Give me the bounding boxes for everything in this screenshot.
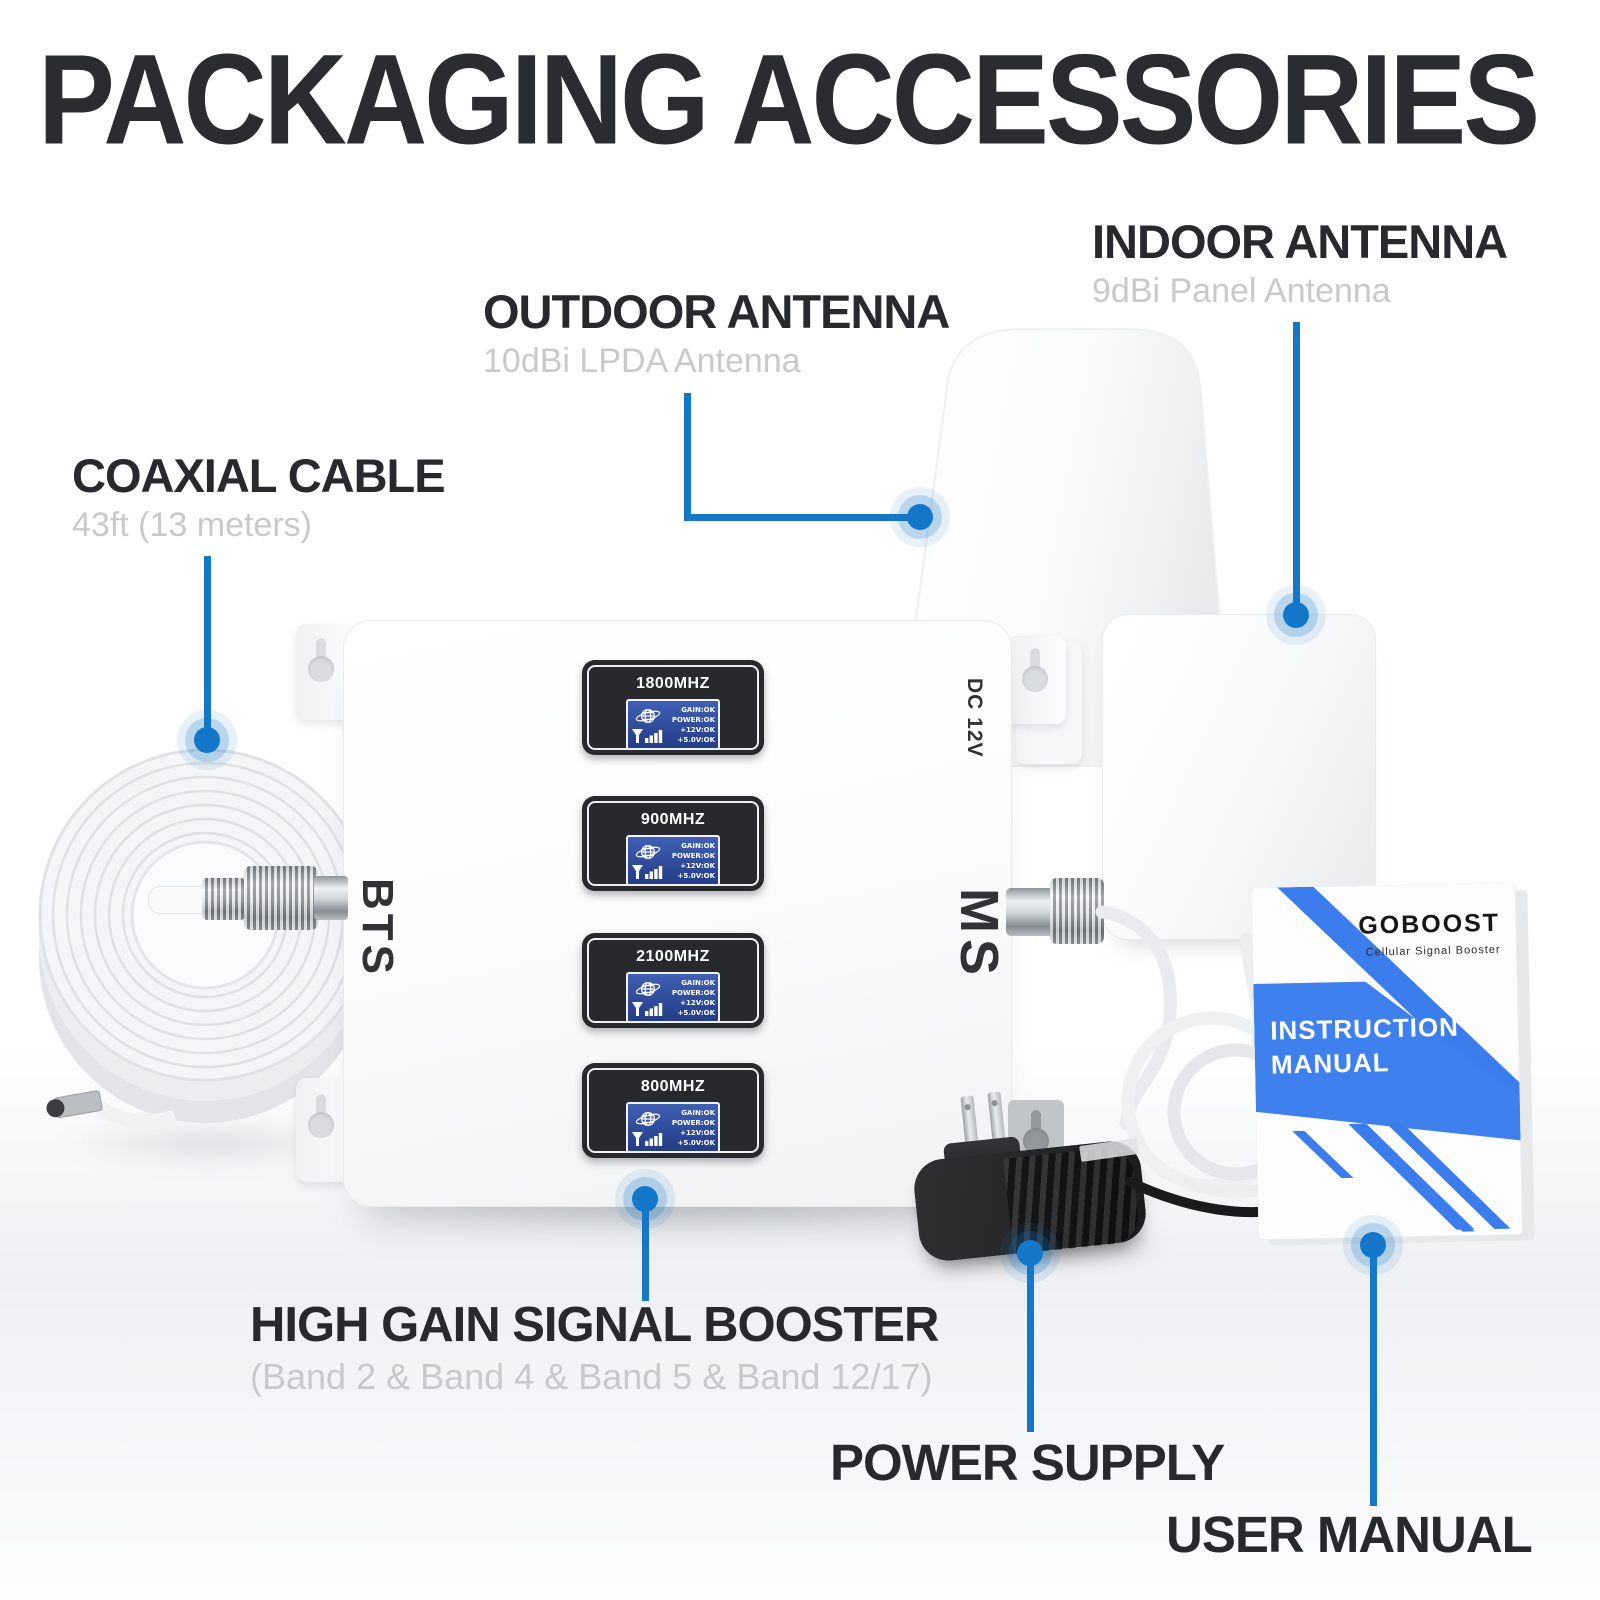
status-line: GAIN:OK [681, 705, 715, 714]
cover-stripe [1386, 1122, 1511, 1229]
status-line: +5.0V:OK [677, 735, 715, 744]
status-line: GAIN:OK [681, 978, 715, 987]
ms-port-label: MS [949, 888, 1009, 981]
globe-icon [635, 981, 661, 996]
page-title: PACKAGING ACCESSORIES [38, 28, 1540, 171]
ms-port-flange [1006, 888, 1054, 936]
keyhole-icon [1030, 648, 1040, 670]
status-line: POWER:OK [671, 988, 715, 997]
lcd-screen: GAIN:OK POWER:OK +12V:OK +5.0V:OK [626, 1102, 720, 1153]
callout-line [642, 1203, 649, 1301]
callout-user-manual: USER MANUAL [1166, 1506, 1533, 1563]
status-line: +12V:OK [680, 861, 715, 870]
status-line: +12V:OK [680, 1128, 715, 1137]
mount-tab-bottom-left [296, 1078, 352, 1182]
keyhole-icon [1022, 666, 1048, 692]
bts-cable-stub [148, 886, 212, 914]
ms-port-connector [1050, 878, 1104, 944]
status-line: GAIN:OK [681, 841, 715, 850]
keyhole-icon [316, 638, 326, 660]
bts-coupler [202, 878, 246, 920]
callout-dot [907, 504, 933, 530]
globe-icon [635, 844, 661, 859]
status-line: POWER:OK [671, 1118, 715, 1127]
mount-tab-top-left [296, 624, 352, 720]
cable-end-connector [46, 1090, 103, 1119]
callout-subtitle: 10dBi LPDA Antenna [483, 341, 801, 380]
globe-icon [635, 708, 661, 723]
status-line: +12V:OK [680, 998, 715, 1007]
callout-subtitle: 9dBi Panel Antenna [1092, 271, 1391, 310]
callout-signal-booster: HIGH GAIN SIGNAL BOOSTER (Band 2 & Band … [250, 1298, 939, 1398]
callout-subtitle: 43ft (13 meters) [72, 505, 312, 544]
band-display-800mhz: 800MHZ [582, 1063, 764, 1158]
callout-dot [194, 727, 220, 753]
brand-tagline: Cellular Signal Booster [1366, 944, 1501, 959]
globe-icon [635, 1111, 661, 1126]
manual-cover-title-line1: INSTRUCTION [1270, 1012, 1459, 1046]
status-line: +5.0V:OK [677, 1138, 715, 1147]
keyhole-icon [316, 1094, 326, 1116]
signal-bars-icon [632, 728, 663, 743]
band-display-1800mhz: 1800MHZ [582, 660, 764, 755]
callout-line [204, 556, 211, 742]
callout-title: COAXIAL CABLE [72, 449, 446, 502]
instruction-manual-book: GOBOOST Cellular Signal Booster INSTRUCT… [1250, 882, 1538, 1248]
callout-line [684, 514, 922, 521]
band-display-900mhz: 900MHZ [582, 796, 764, 891]
status-line: +12V:OK [680, 725, 715, 734]
mount-tab-top-right [1006, 636, 1066, 724]
callout-subtitle: (Band 2 & Band 4 & Band 5 & Band 12/17) [250, 1355, 933, 1397]
callout-coaxial-cable: COAXIAL CABLE 43ft (13 meters) [72, 449, 446, 546]
indoor-antenna [1102, 614, 1376, 940]
keyhole-icon [308, 1112, 334, 1138]
dc-12v-label: DC 12V [963, 678, 986, 758]
callout-title: HIGH GAIN SIGNAL BOOSTER [250, 1298, 939, 1352]
display-bezel: 900MHZ [587, 801, 759, 886]
manual-cover-title-line2: MANUAL [1271, 1047, 1390, 1079]
signal-bars-icon [632, 864, 663, 879]
frequency-label: 2100MHZ [636, 948, 710, 965]
callout-indoor-antenna: INDOOR ANTENNA 9dBi Panel Antenna [1092, 215, 1508, 312]
bts-port-flange [314, 876, 348, 920]
band-display-2100mhz: 2100MHZ [582, 933, 764, 1028]
cover-title-band [1253, 981, 1521, 1141]
lcd-screen: GAIN:OK POWER:OK +12V:OK +5.0V:OK [626, 699, 720, 750]
status-line: POWER:OK [671, 851, 715, 860]
callout-title: POWER SUPPLY [830, 1434, 1225, 1491]
callout-title: USER MANUAL [1166, 1506, 1533, 1563]
display-bezel: 1800MHZ [587, 665, 759, 750]
callout-line [1293, 322, 1300, 610]
callout-line [1370, 1250, 1377, 1506]
status-line: +5.0V:OK [677, 1008, 715, 1017]
display-bezel: 2100MHZ [587, 938, 759, 1023]
callout-title: INDOOR ANTENNA [1092, 215, 1508, 268]
bts-port-label: BTS [353, 878, 402, 978]
frequency-label: 1800MHZ [636, 675, 710, 692]
callout-line [1027, 1258, 1034, 1432]
signal-bars-icon [632, 1131, 663, 1146]
status-line: +5.0V:OK [677, 871, 715, 880]
keyhole-icon [1031, 1110, 1041, 1132]
callout-line [684, 393, 691, 521]
frequency-label: 900MHZ [640, 811, 706, 828]
callout-power-supply: POWER SUPPLY [830, 1434, 1225, 1491]
frequency-label: 800MHZ [640, 1078, 706, 1095]
callout-dot [1283, 602, 1309, 628]
callout-outdoor-antenna: OUTDOOR ANTENNA 10dBi LPDA Antenna [483, 285, 950, 382]
cover-stripe [1292, 1130, 1354, 1179]
bts-port-connector [244, 866, 318, 930]
signal-bars-icon [632, 1001, 663, 1016]
brand-logo: GOBOOST [1358, 909, 1500, 940]
lcd-screen: GAIN:OK POWER:OK +12V:OK +5.0V:OK [626, 835, 720, 886]
status-line: GAIN:OK [681, 1108, 715, 1117]
callout-title: OUTDOOR ANTENNA [483, 285, 950, 338]
keyhole-icon [308, 656, 334, 682]
display-bezel: 800MHZ [587, 1068, 759, 1153]
lcd-screen: GAIN:OK POWER:OK +12V:OK +5.0V:OK [626, 972, 720, 1023]
cover-stripe [1423, 1194, 1475, 1232]
status-line: POWER:OK [671, 715, 715, 724]
